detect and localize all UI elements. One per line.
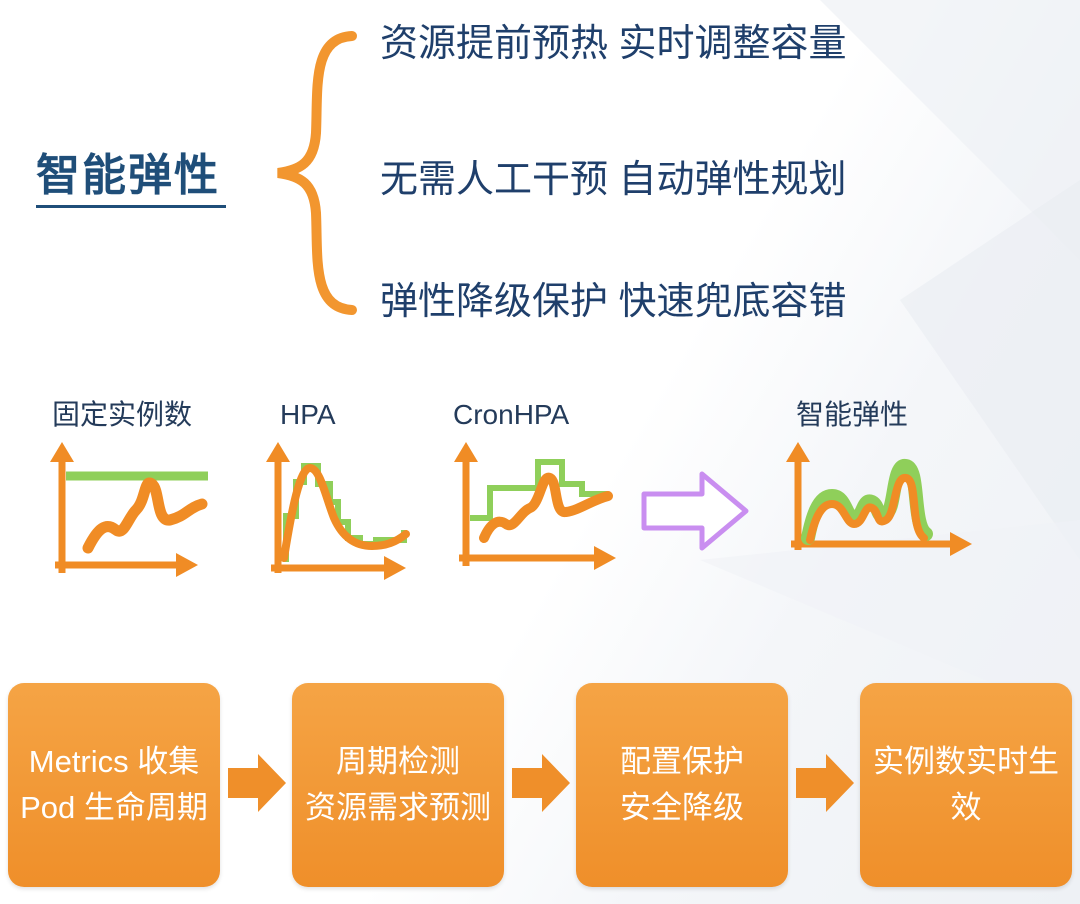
flow-step-line: 安全降级 (620, 790, 744, 825)
demand-curve (806, 474, 928, 544)
demand-curve (280, 463, 410, 562)
flow-step-line: 配置保护 (620, 744, 744, 779)
capacity-steps (470, 459, 608, 521)
axes-icon (454, 442, 616, 570)
fixed-instances-chart (50, 442, 208, 577)
feature-2: 无需人工干预 自动弹性规划 (380, 159, 847, 201)
title-underline (36, 205, 226, 208)
title: 智能弹性 (36, 151, 220, 200)
demand-curve (82, 477, 208, 554)
flow-arrow-icon (512, 754, 570, 812)
cronhpa-chart (454, 442, 616, 570)
strategy-label-hpa: HPA (280, 399, 336, 430)
flow-step-metrics: Metrics 收集 Pod 生命周期 (8, 683, 220, 887)
flow-step-detection: 周期检测 资源需求预测 (292, 683, 504, 887)
strategy-label-cronhpa: CronHPA (453, 399, 570, 430)
brace-icon (277, 31, 357, 315)
flow-step-line: 实例数实时生 (873, 744, 1059, 779)
hpa-chart (266, 442, 410, 580)
demand-curve (479, 472, 613, 543)
flow-step-line: 效 (950, 790, 982, 825)
flow-step-line: Pod 生命周期 (20, 790, 208, 825)
strategy-label-smart: 智能弹性 (796, 399, 909, 430)
flow-step-line: 周期检测 (336, 744, 460, 779)
flow-arrow-icon (228, 754, 286, 812)
feature-3: 弹性降级保护 快速兜底容错 (380, 281, 847, 323)
axes-icon (786, 442, 972, 556)
flow-step-line: Metrics 收集 (28, 744, 200, 779)
flow-step-line: 资源需求预测 (305, 790, 491, 825)
feature-1: 资源提前预热 实时调整容量 (380, 23, 847, 65)
flow-arrow-icon (796, 754, 854, 812)
strategy-label-fixed: 固定实例数 (52, 399, 193, 430)
smart-elasticity-chart (786, 442, 972, 556)
axes-icon (50, 442, 198, 577)
axes-icon (266, 442, 406, 580)
capacity-curve (801, 459, 933, 545)
flow-step-apply: 实例数实时生 效 (860, 683, 1072, 887)
flow-step-protection: 配置保护 安全降级 (576, 683, 788, 887)
transition-arrow-icon (641, 471, 749, 551)
